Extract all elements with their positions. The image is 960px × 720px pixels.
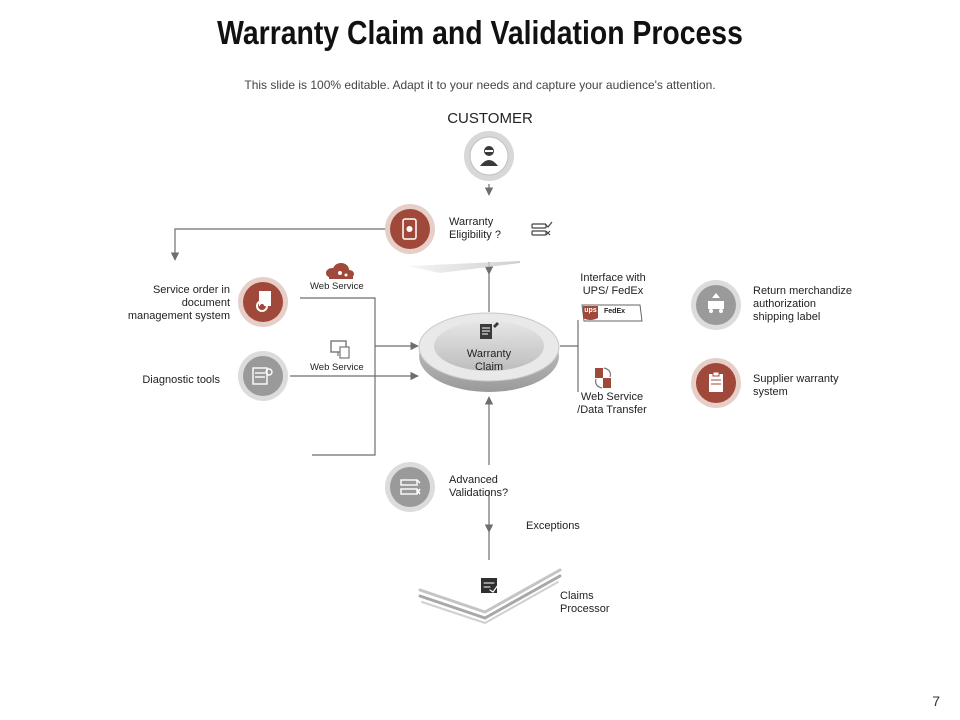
beam-shape	[408, 261, 520, 273]
customer-label: CUSTOMER	[447, 110, 533, 127]
service-order-node	[238, 277, 288, 327]
return-merchandize-node	[691, 280, 741, 330]
page-title: Warranty Claim and Validation Process	[217, 14, 743, 51]
shipping-truck-icon	[708, 293, 724, 313]
service-order-label: Service order in document management sys…	[127, 284, 230, 322]
connectors	[170, 184, 579, 560]
carrier-logos	[581, 304, 643, 322]
ups-logo: ups	[584, 307, 597, 314]
document-gear-icon	[256, 291, 271, 312]
warranty-claim-label: Warranty Claim	[466, 348, 512, 373]
tablet-icon	[402, 218, 417, 240]
clipboard-icon	[709, 371, 723, 392]
return-merchandize-label: Return merchandize authorization shippin…	[753, 285, 853, 323]
cloud-gears-icon	[326, 263, 354, 279]
document-pen-icon	[480, 322, 499, 339]
computer-icon	[330, 340, 350, 359]
warranty-eligibility-node	[385, 204, 553, 254]
fedex-logo: FedEx	[604, 308, 626, 315]
supplier-warranty-label: Supplier warranty system	[753, 373, 839, 398]
web-service-label-1: Web Service	[310, 281, 364, 292]
web-service-data-label: Web Service /Data Transfer	[577, 391, 647, 416]
data-transfer-icon	[595, 367, 611, 389]
advanced-validations-label: Advanced Validations?	[449, 474, 509, 499]
web-service-label-2: Web Service	[310, 362, 364, 373]
claims-processor-tray	[418, 568, 562, 625]
warranty-eligibility-label: Warranty Eligibility ?	[449, 216, 501, 241]
advanced-validations-node	[385, 462, 435, 512]
document-check-icon	[481, 578, 499, 593]
warranty-claim-node	[418, 312, 560, 392]
interface-label: Interface with UPS/ FedEx	[580, 272, 646, 297]
page-number: 7	[932, 693, 940, 709]
page-subtitle: This slide is 100% editable. Adapt it to…	[244, 78, 716, 92]
diagnostic-tools-label: Diagnostic tools	[142, 374, 220, 386]
exceptions-label: Exceptions	[526, 520, 580, 532]
claims-processor-label: Claims Processor	[560, 590, 610, 615]
tools-icon	[252, 367, 273, 385]
checklist-icon	[400, 479, 421, 495]
person-icon	[480, 146, 498, 166]
checklist-icon	[531, 221, 553, 236]
customer-node	[464, 131, 514, 181]
diagnostic-tools-node	[238, 351, 288, 401]
supplier-warranty-node	[691, 358, 741, 408]
